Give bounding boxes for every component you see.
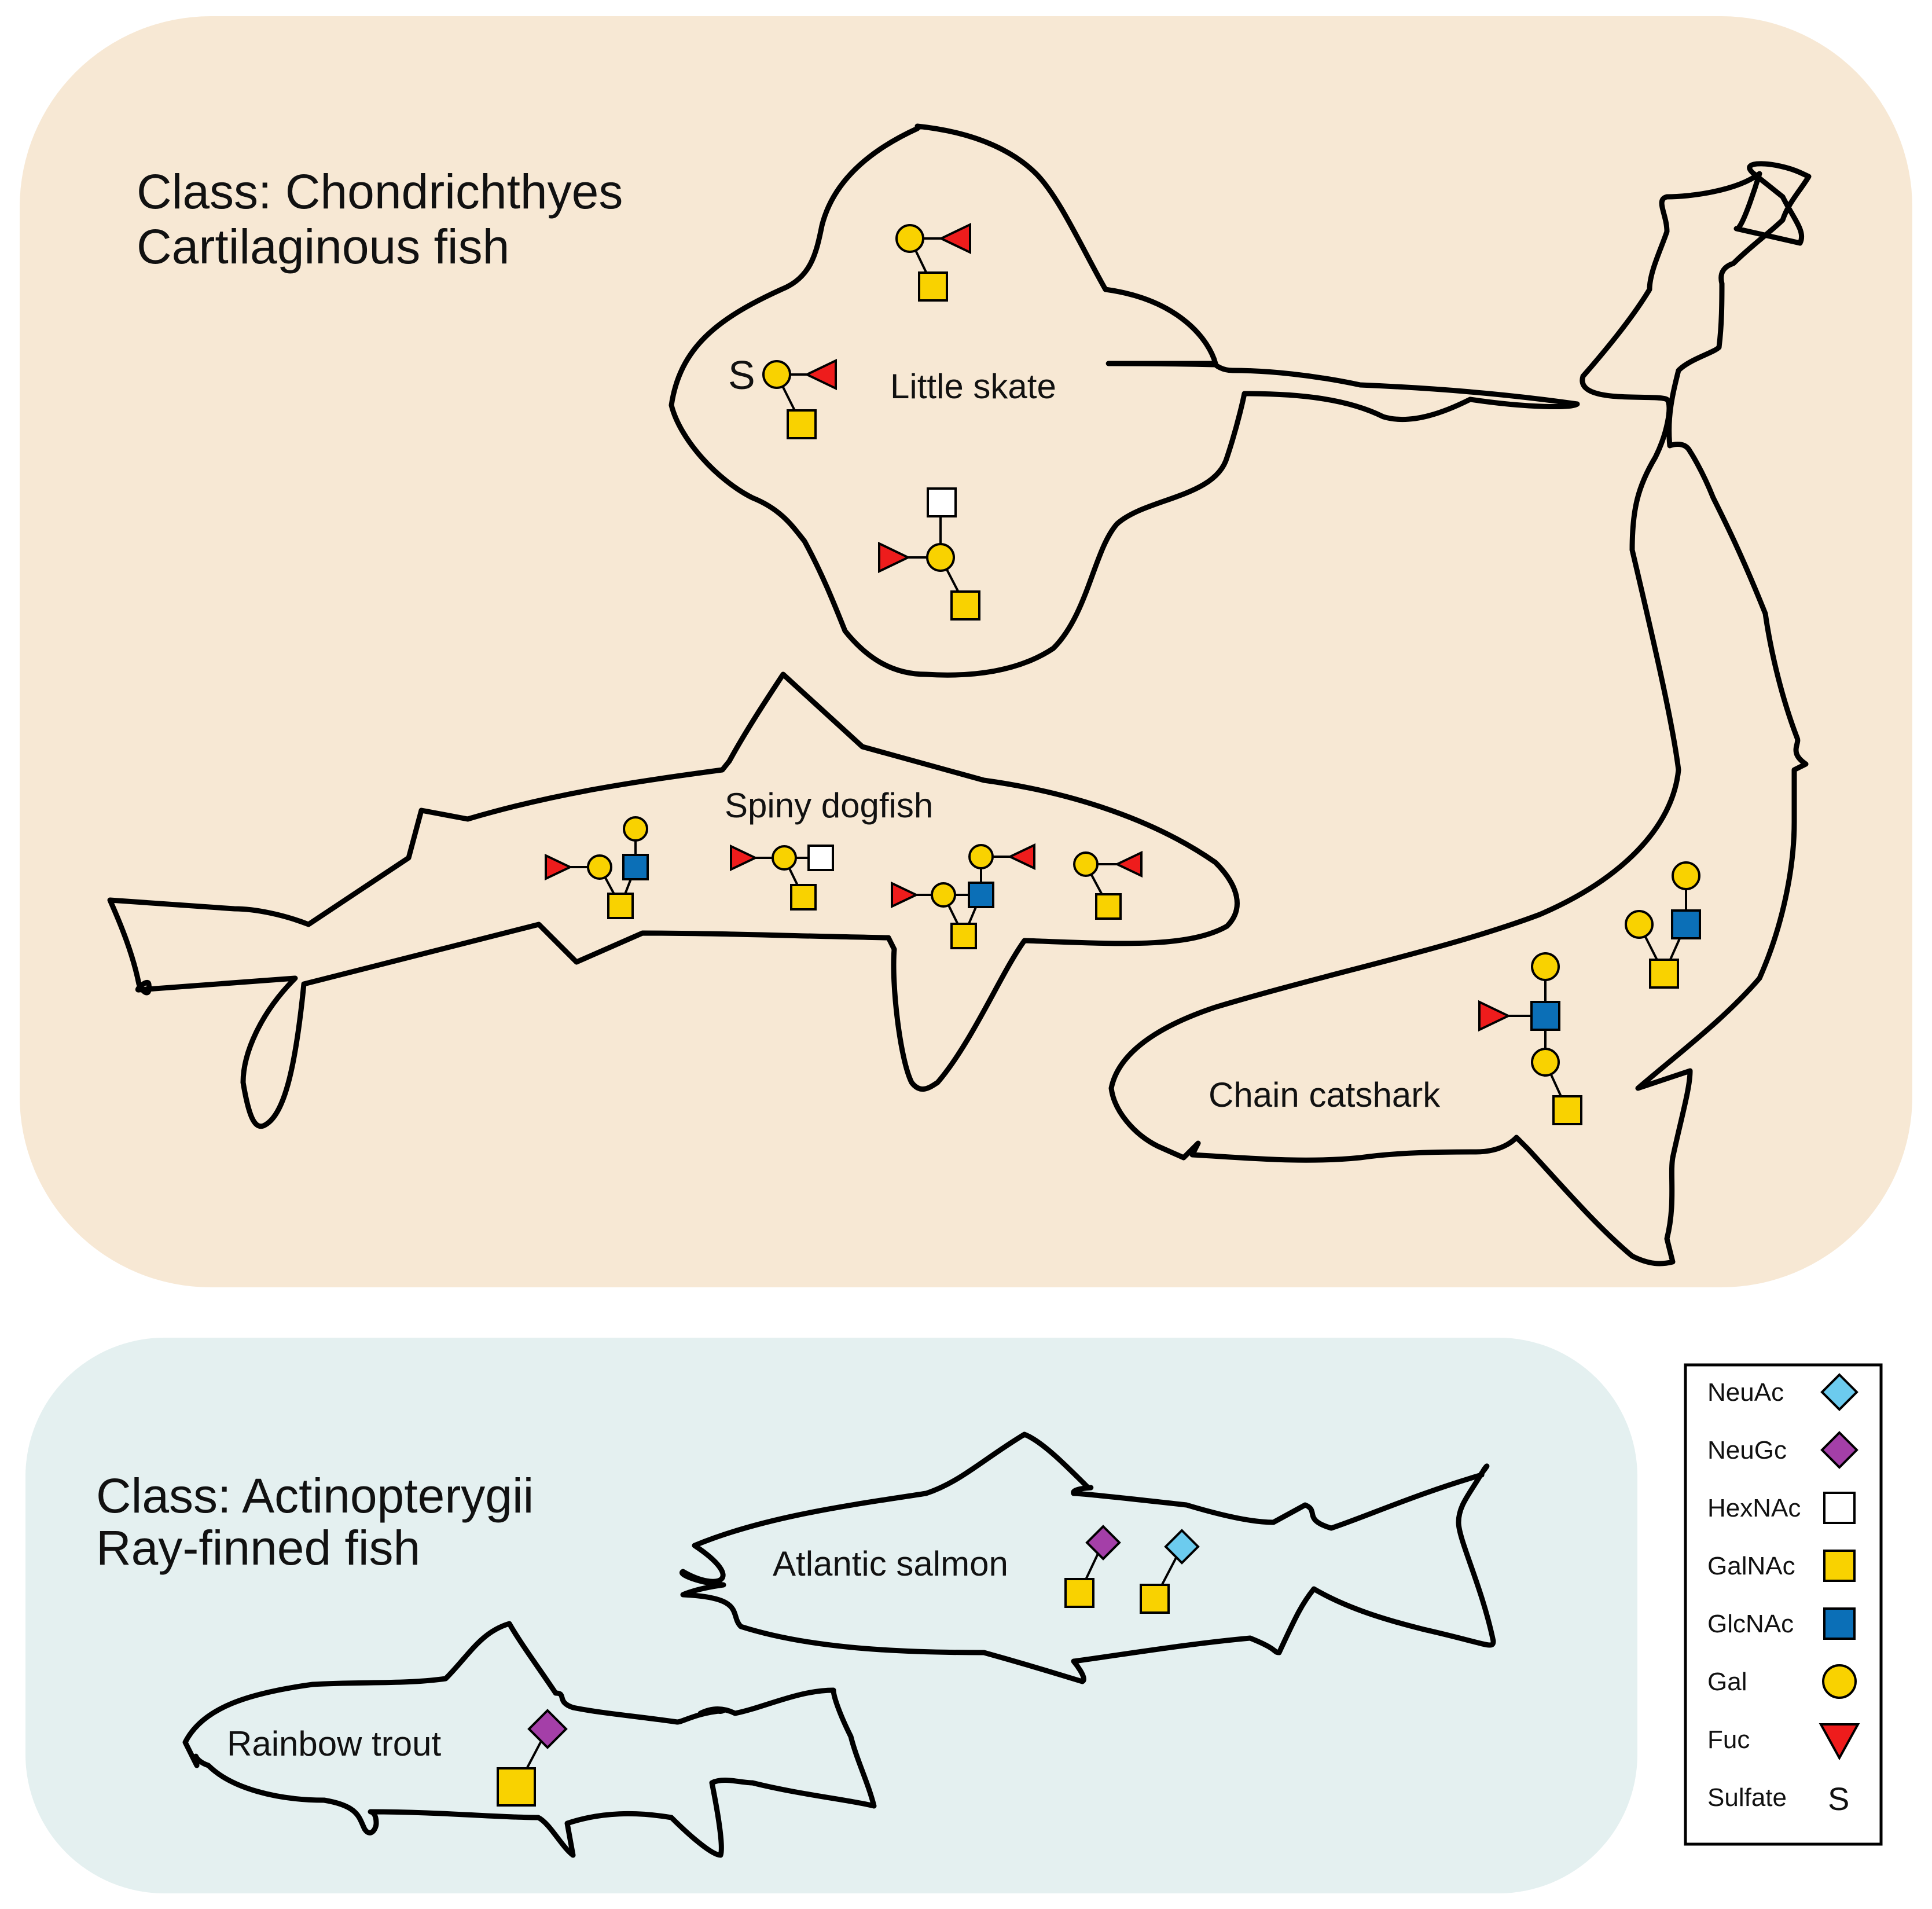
legend-item-neugc: NeuGc — [1707, 1431, 1858, 1469]
neuac-diamond-icon — [1820, 1373, 1858, 1411]
legend-item-hexnac: HexNAc — [1707, 1492, 1856, 1524]
legend-item-neuac: NeuAc — [1707, 1373, 1858, 1411]
chondrichthyes-class-title: Class: Chondrichthyes — [137, 164, 623, 219]
catshark-glycan-2 — [1625, 861, 1701, 989]
little-skate-label: Little skate — [890, 367, 1056, 406]
legend-item-fuc: Fuc — [1707, 1723, 1860, 1761]
legend-label: GlcNAc — [1707, 1610, 1794, 1638]
dogfish-glycan-4 — [1073, 851, 1143, 920]
legend-label: NeuGc — [1707, 1436, 1787, 1464]
rainbow-trout-outline — [182, 1621, 877, 1858]
dogfish-glycan-1 — [545, 816, 649, 919]
legend-label: GalNAc — [1707, 1552, 1795, 1580]
rainbow-trout-label: Rainbow trout — [227, 1724, 442, 1763]
legend-label: Gal — [1707, 1668, 1747, 1696]
dogfish-glycan-2 — [730, 845, 834, 911]
chondrichthyes-common-name: Cartilaginous fish — [137, 219, 509, 274]
salmon-glycan-1 — [1064, 1525, 1121, 1608]
legend-label: Fuc — [1707, 1726, 1750, 1754]
skate-glycan-1 — [895, 223, 971, 302]
skate-glycan-3 — [878, 487, 980, 621]
chain-catshark-outline — [1108, 161, 1812, 1266]
chondrichthyes-panel — [20, 16, 1912, 1287]
legend-label: NeuAc — [1707, 1378, 1784, 1407]
sulfate-s-icon: S — [1828, 1780, 1849, 1817]
legend-label: Sulfate — [1707, 1783, 1787, 1812]
spiny-dogfish-label: Spiny dogfish — [725, 786, 933, 825]
legend-item-glcnac: GlcNAc — [1707, 1607, 1856, 1640]
neugc-diamond-icon — [1820, 1431, 1858, 1469]
atlantic-salmon-outline — [679, 1431, 1496, 1684]
sulfate-mark: S — [728, 353, 755, 398]
legend: NeuAcNeuGcHexNAcGalNAcGlcNAcGalFucSulfat… — [1684, 1363, 1883, 1846]
legend-item-galnac: GalNAc — [1707, 1550, 1856, 1582]
chain-catshark-label: Chain catshark — [1209, 1075, 1441, 1114]
dogfish-glycan-3 — [891, 844, 1035, 949]
legend-item-sulfate: Sulfate S — [1707, 1780, 1849, 1817]
glcnac-square-icon — [1823, 1607, 1856, 1640]
spiny-dogfish-outline — [107, 671, 1240, 1129]
hexnac-square-icon — [1823, 1492, 1856, 1524]
gal-circle-icon — [1822, 1664, 1857, 1699]
trout-glycan-1 — [497, 1709, 568, 1807]
legend-label: HexNAc — [1707, 1494, 1801, 1522]
actinopterygii-class-title: Class: Actinopterygii — [96, 1469, 534, 1523]
catshark-glycan-1 — [1478, 952, 1582, 1125]
skate-glycan-2: S — [728, 353, 837, 439]
salmon-glycan-2 — [1140, 1529, 1199, 1614]
galnac-square-icon — [1823, 1550, 1856, 1582]
little-skate-outline — [669, 123, 1580, 678]
atlantic-salmon-label: Atlantic salmon — [773, 1544, 1008, 1583]
fuc-triangle-icon — [1819, 1723, 1860, 1761]
legend-item-gal: Gal — [1707, 1664, 1857, 1699]
actinopterygii-panel — [25, 1338, 1637, 1893]
actinopterygii-common-name: Ray-finned fish — [96, 1521, 420, 1575]
